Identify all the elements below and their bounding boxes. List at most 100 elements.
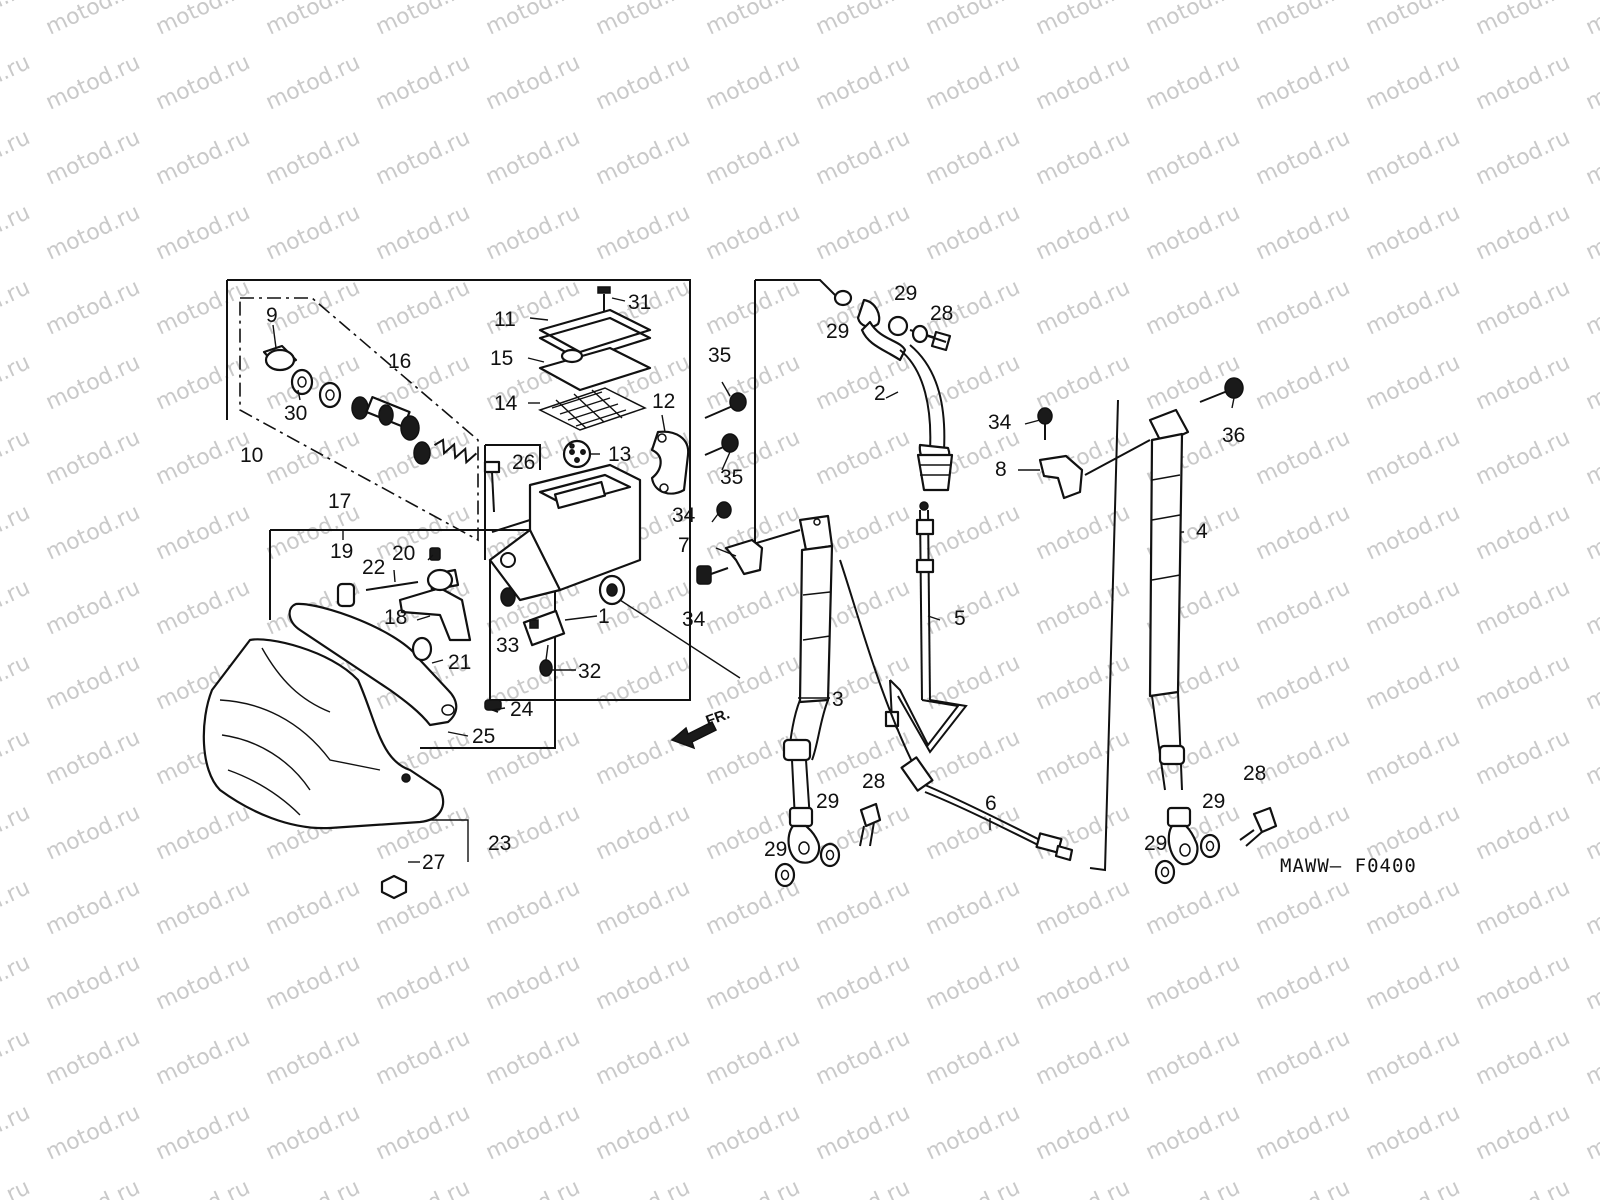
watermark-text: motod.ru: [592, 125, 694, 190]
watermark-text: motod.ru: [1582, 575, 1600, 640]
watermark-text: motod.ru: [372, 1025, 474, 1090]
watermark-text: motod.ru: [1032, 1175, 1134, 1200]
watermark-text: motod.ru: [372, 125, 474, 190]
watermark-text: motod.ru: [262, 0, 364, 40]
piston-kit: [262, 344, 478, 465]
watermark-text: motod.ru: [1472, 0, 1574, 40]
watermark-text: motod.ru: [1472, 125, 1574, 190]
watermark-text: motod.ru: [42, 950, 144, 1015]
watermark-text: motod.ru: [702, 125, 804, 190]
watermark-text: motod.ru: [1252, 50, 1354, 115]
callout-13: 13: [608, 443, 631, 466]
diagram-code: MAWW— F0400: [1280, 855, 1417, 877]
watermark-text: motod.ru: [1252, 350, 1354, 415]
watermark-text: motod.ru: [152, 50, 254, 115]
callout-6: 6: [985, 792, 997, 815]
watermark-text: motod.ru: [1362, 1175, 1464, 1200]
watermark-text: motod.ru: [922, 50, 1024, 115]
watermark-text: motod.ru: [152, 950, 254, 1015]
watermark-text: motod.ru: [1362, 725, 1464, 790]
watermark-text: motod.ru: [42, 1025, 144, 1090]
watermark-text: motod.ru: [1362, 425, 1464, 490]
watermark-text: motod.ru: [42, 1175, 144, 1200]
watermark-text: motod.ru: [42, 1100, 144, 1165]
watermark-text: motod.ru: [152, 875, 254, 940]
watermark-text: motod.ru: [592, 950, 694, 1015]
watermark-text: motod.ru: [0, 725, 34, 790]
watermark-text: motod.ru: [1032, 950, 1134, 1015]
watermark-text: motod.ru: [1252, 725, 1354, 790]
watermark-text: motod.ru: [1362, 50, 1464, 115]
watermark-text: motod.ru: [1362, 650, 1464, 715]
callout-3: 3: [832, 688, 844, 711]
watermark-text: motod.ru: [1252, 0, 1354, 40]
callout-19: 19: [330, 540, 353, 563]
watermark-text: motod.ru: [1362, 875, 1464, 940]
watermark-text: motod.ru: [42, 425, 144, 490]
watermark-text: motod.ru: [42, 875, 144, 940]
direction-label: FR.: [704, 706, 733, 730]
watermark-text: motod.ru: [42, 650, 144, 715]
holder-12: [650, 430, 690, 495]
watermark-text: motod.ru: [1032, 1100, 1134, 1165]
watermark-text: motod.ru: [1582, 200, 1600, 265]
watermark-text: motod.ru: [702, 1025, 804, 1090]
watermark-text: motod.ru: [702, 1175, 804, 1200]
watermark-text: motod.ru: [482, 200, 584, 265]
watermark-text: motod.ru: [262, 1100, 364, 1165]
brake-hose-2: [833, 289, 954, 492]
watermark-text: motod.ru: [1362, 350, 1464, 415]
watermark-text: motod.ru: [1472, 875, 1574, 940]
callout-28-left: 28: [862, 770, 885, 793]
watermark-text: motod.ru: [0, 1175, 34, 1200]
watermark-text: motod.ru: [592, 200, 694, 265]
watermark-text: motod.ru: [42, 200, 144, 265]
watermark-text: motod.ru: [0, 1100, 34, 1165]
watermark-text: motod.ru: [922, 200, 1024, 265]
watermark-text: motod.ru: [1582, 725, 1600, 790]
watermark-text: motod.ru: [1472, 200, 1574, 265]
watermark-text: motod.ru: [812, 875, 914, 940]
watermark-text: motod.ru: [152, 575, 254, 640]
watermark-text: motod.ru: [922, 125, 1024, 190]
callout-7: 7: [678, 534, 690, 557]
watermark-text: motod.ru: [1582, 0, 1600, 40]
watermark-text: motod.ru: [42, 725, 144, 790]
callout-33: 33: [496, 634, 519, 657]
watermark-text: motod.ru: [152, 350, 254, 415]
watermark-text: motod.ru: [152, 275, 254, 340]
watermark-text: motod.ru: [0, 200, 34, 265]
watermark-text: motod.ru: [1252, 1175, 1354, 1200]
watermark-text: motod.ru: [1362, 275, 1464, 340]
watermark-text: motod.ru: [1582, 350, 1600, 415]
watermark-text: motod.ru: [1582, 800, 1600, 865]
callout-29-top-a: 29: [826, 320, 849, 343]
callout-29-right-b: 29: [1144, 832, 1167, 855]
watermark-text: motod.ru: [812, 1100, 914, 1165]
callout-17: 17: [328, 490, 351, 513]
watermark-text: motod.ru: [0, 0, 34, 40]
watermark-text: motod.ru: [812, 1025, 914, 1090]
watermark-text: motod.ru: [1582, 275, 1600, 340]
watermark-text: motod.ru: [812, 425, 914, 490]
master-cylinder-body: [483, 460, 642, 606]
callout-29-right-a: 29: [1202, 790, 1225, 813]
watermark-text: motod.ru: [922, 0, 1024, 40]
watermark-text: motod.ru: [922, 1100, 1024, 1165]
watermark-text: motod.ru: [42, 0, 144, 40]
watermark-text: motod.ru: [262, 50, 364, 115]
callout-29-left-a: 29: [816, 790, 839, 813]
callout-25: 25: [472, 725, 495, 748]
watermark-text: motod.ru: [1582, 1100, 1600, 1165]
watermark-text: motod.ru: [1142, 275, 1244, 340]
watermark-text: motod.ru: [922, 725, 1024, 790]
reservoir-cap-assembly: [538, 286, 652, 469]
watermark-text: motod.ru: [702, 575, 804, 640]
watermark-text: motod.ru: [1582, 500, 1600, 565]
watermark-text: motod.ru: [482, 1025, 584, 1090]
callout-36: 36: [1222, 424, 1245, 447]
callout-30: 30: [284, 402, 307, 425]
watermark-text: motod.ru: [0, 425, 34, 490]
watermark-text: motod.ru: [482, 125, 584, 190]
watermark-text: motod.ru: [1472, 275, 1574, 340]
